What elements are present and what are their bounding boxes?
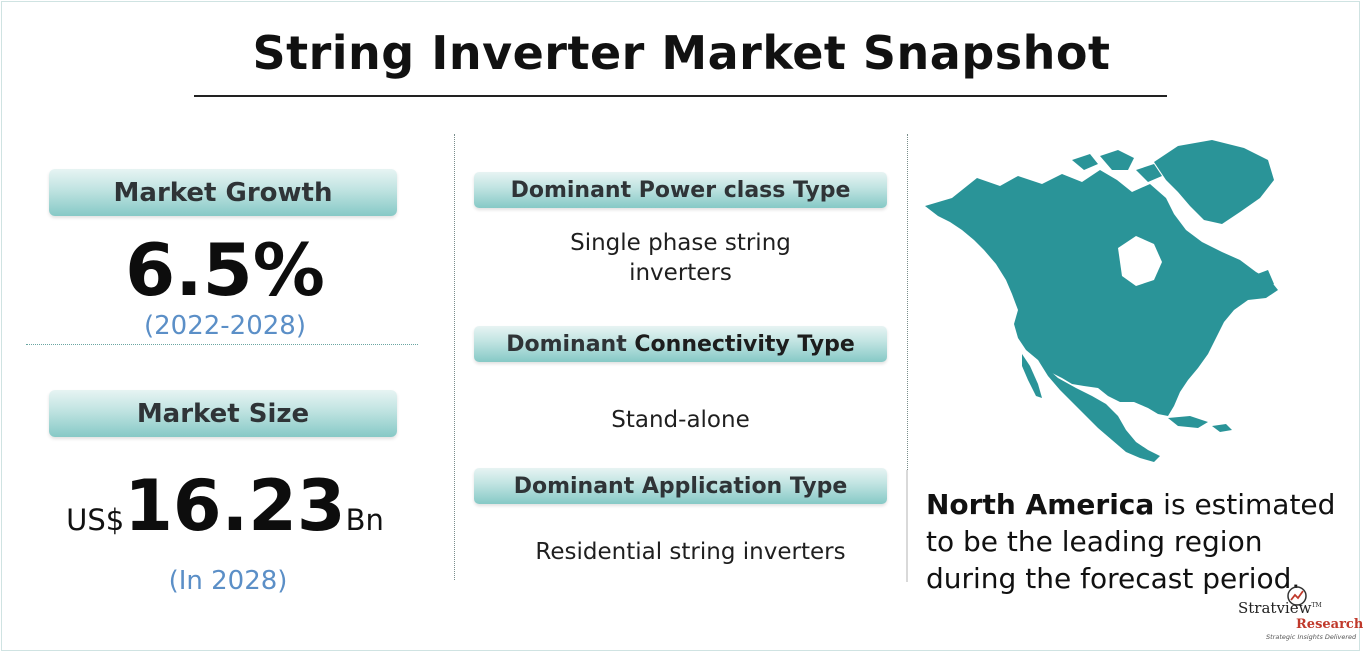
market-size-label: Market Size <box>49 390 397 437</box>
segment-label-text: Dominant Application Type <box>513 473 848 499</box>
map-landmass <box>925 140 1278 462</box>
leading-region-statement: North America is estimated to be the lea… <box>926 486 1346 597</box>
logo-sub: Research <box>1296 617 1363 632</box>
leading-region-text: is estimated to be the leading region du… <box>926 488 1336 595</box>
market-size-row: US$16.23Bn <box>60 466 390 546</box>
market-growth-label: Market Growth <box>49 169 397 216</box>
segment-connectivity-value: Stand-alone <box>611 407 750 433</box>
segment-application-value: Residential string inverters <box>535 539 846 565</box>
region-accent-bar <box>906 470 908 582</box>
right-column-divider <box>907 134 908 580</box>
segment-application-label: Dominant Application Type <box>474 468 887 504</box>
market-size-value: 16.23 <box>124 465 346 547</box>
segment-power-class-label: Dominant Power class Type <box>474 172 887 208</box>
leading-region-name: North America <box>926 488 1155 521</box>
market-size-prefix: US$ <box>66 503 125 537</box>
logo-name: StratviewTM <box>1238 599 1322 617</box>
logo-tagline: Strategic Insights Delivered <box>1266 633 1357 641</box>
logo-name-text: Stratview <box>1238 599 1312 617</box>
market-growth-period: (2022-2028) <box>143 311 306 341</box>
left-divider <box>26 344 418 345</box>
segment-label-text: Dominant <box>506 331 627 357</box>
stratview-logo: StratviewTM Research Strategic Insights … <box>1238 586 1363 643</box>
segment-power-class-value: Single phase string inverters <box>474 228 887 288</box>
market-size-period: (In 2028) <box>168 566 288 596</box>
market-size-suffix: Bn <box>345 503 384 537</box>
segment-label-strong: Connectivity Type <box>634 331 855 357</box>
segment-connectivity-label: Dominant Connectivity Type <box>474 326 887 362</box>
title-underline <box>194 95 1167 97</box>
page-title: String Inverter Market Snapshot <box>252 26 1111 80</box>
segment-label-text: Dominant Power class Type <box>510 177 851 203</box>
market-growth-value: 6.5% <box>125 228 325 312</box>
left-column-divider <box>454 134 455 580</box>
logo-tm: TM <box>1311 602 1322 609</box>
segment-value-line: inverters <box>629 260 732 286</box>
north-america-map <box>925 140 1278 462</box>
segment-value-line: Single phase string <box>570 230 791 256</box>
logo-emblem-icon <box>1287 586 1307 606</box>
